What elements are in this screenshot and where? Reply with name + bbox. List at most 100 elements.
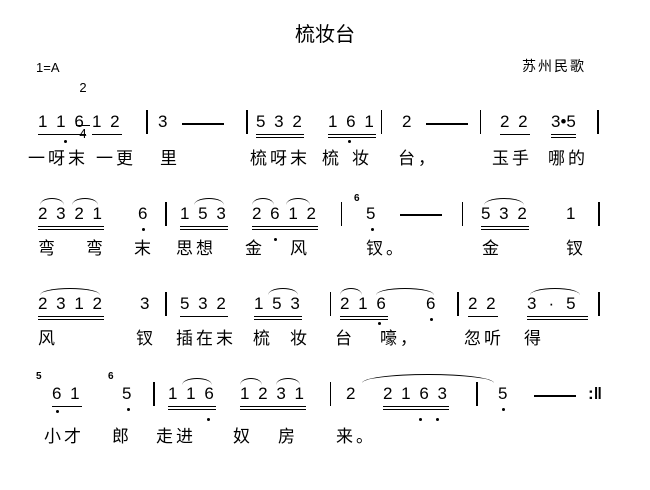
key-signature: 1=A: [36, 60, 60, 75]
note-group: 2: [346, 384, 358, 403]
note-group: 5 3 2: [481, 204, 529, 230]
lyric: 妆: [290, 329, 310, 348]
barline: [457, 292, 459, 316]
note-group: 5: [122, 384, 134, 403]
grace-note: 6: [354, 193, 360, 204]
note-group: 2 1 6 3: [383, 384, 449, 410]
note-group: 1 6 1: [328, 112, 376, 138]
note-group: 2 2: [468, 294, 498, 317]
note-group: 2 1 6: [340, 294, 388, 320]
dash: [426, 123, 468, 125]
note-group: 3: [158, 112, 170, 131]
note-group: 2 3 1 2: [38, 294, 104, 320]
barline: [146, 110, 148, 134]
time-top: 2: [79, 80, 87, 95]
note-group: 1: [566, 204, 578, 223]
octave-dot: [430, 318, 433, 321]
octave-dot: [142, 228, 145, 231]
lyric: 金: [482, 239, 502, 258]
slur: [276, 378, 300, 385]
lyric: 一更: [96, 149, 136, 168]
barline: [480, 110, 481, 134]
barline: [381, 110, 382, 134]
note-group: 2 2: [500, 112, 530, 135]
octave-dot: [502, 408, 505, 411]
lyric: 小才: [44, 427, 84, 446]
slur: [240, 378, 262, 385]
note-group: 1 2 3 1: [240, 384, 306, 410]
barline: [246, 110, 248, 134]
slur: [286, 198, 310, 205]
octave-dot: [64, 140, 67, 143]
barline: [598, 292, 600, 316]
octave-dot: [419, 418, 422, 421]
slur: [530, 288, 580, 295]
lyric: 台，: [398, 149, 438, 168]
slur: [252, 198, 274, 205]
slur: [40, 198, 64, 205]
dash: [400, 214, 442, 216]
lyric: 钗: [136, 329, 156, 348]
lyric: 风: [38, 329, 58, 348]
octave-dot: [348, 140, 351, 143]
dash: [534, 395, 576, 397]
lyric: 忽听: [464, 329, 504, 348]
barline: [165, 202, 167, 226]
lyric: 弯: [38, 239, 58, 258]
octave-dot: [207, 418, 210, 421]
lyric: 得: [524, 329, 544, 348]
slur: [194, 198, 224, 205]
note-group: 6: [426, 294, 438, 313]
lyric: 房: [278, 427, 298, 446]
time-signature: 2 4: [76, 50, 90, 171]
octave-dot: [378, 322, 381, 325]
barline: [462, 202, 463, 226]
lyric: 玉手: [492, 149, 532, 168]
barline: [597, 110, 599, 134]
note-group: 5 3 2: [256, 112, 304, 138]
time-bottom: 4: [76, 125, 90, 141]
lyric: 奴: [233, 427, 253, 446]
barline: [153, 382, 155, 406]
slur: [340, 288, 362, 295]
note-group: 1 1 6: [168, 384, 216, 410]
octave-dot: [274, 238, 277, 241]
lyric: 梳呀末: [250, 149, 310, 168]
slur: [72, 198, 98, 205]
lyric: 梳: [322, 149, 342, 168]
note-group: 1 5 3: [180, 204, 228, 230]
note-group: 3•5: [551, 112, 576, 138]
note-group: 5: [498, 384, 510, 403]
lyric: 走进: [156, 427, 196, 446]
note-group: 3: [140, 294, 152, 313]
slur: [40, 288, 100, 295]
lyric: 嚎，: [380, 329, 420, 348]
song-title: 梳妆台: [295, 24, 355, 46]
note-group: 1 1 6: [38, 112, 86, 135]
repeat-end-barline: :‖: [588, 384, 603, 403]
lyric: 风: [290, 239, 310, 258]
lyric: 一呀末: [28, 149, 88, 168]
slur: [484, 198, 524, 205]
octave-dot: [56, 410, 59, 413]
barline: [341, 202, 342, 226]
dash: [182, 123, 224, 125]
grace-note: 5: [36, 371, 42, 382]
lyric: 弯: [86, 239, 106, 258]
note-group: 6 1: [52, 384, 82, 407]
slur: [268, 288, 298, 295]
note-group: 1 5 3: [254, 294, 302, 320]
slur: [182, 378, 212, 385]
barline: [165, 292, 167, 316]
octave-dot: [127, 408, 130, 411]
barline: [330, 292, 331, 316]
lyric: 梳: [253, 329, 273, 348]
lyric: 台: [335, 329, 355, 348]
note-group: 5: [366, 204, 378, 223]
slur: [362, 374, 494, 383]
note-group: 2 3 2 1: [38, 204, 104, 230]
lyric: 来。: [336, 427, 376, 446]
lyric: 思想: [176, 239, 216, 258]
lyric: 插在末: [176, 329, 236, 348]
barline: [330, 382, 331, 406]
